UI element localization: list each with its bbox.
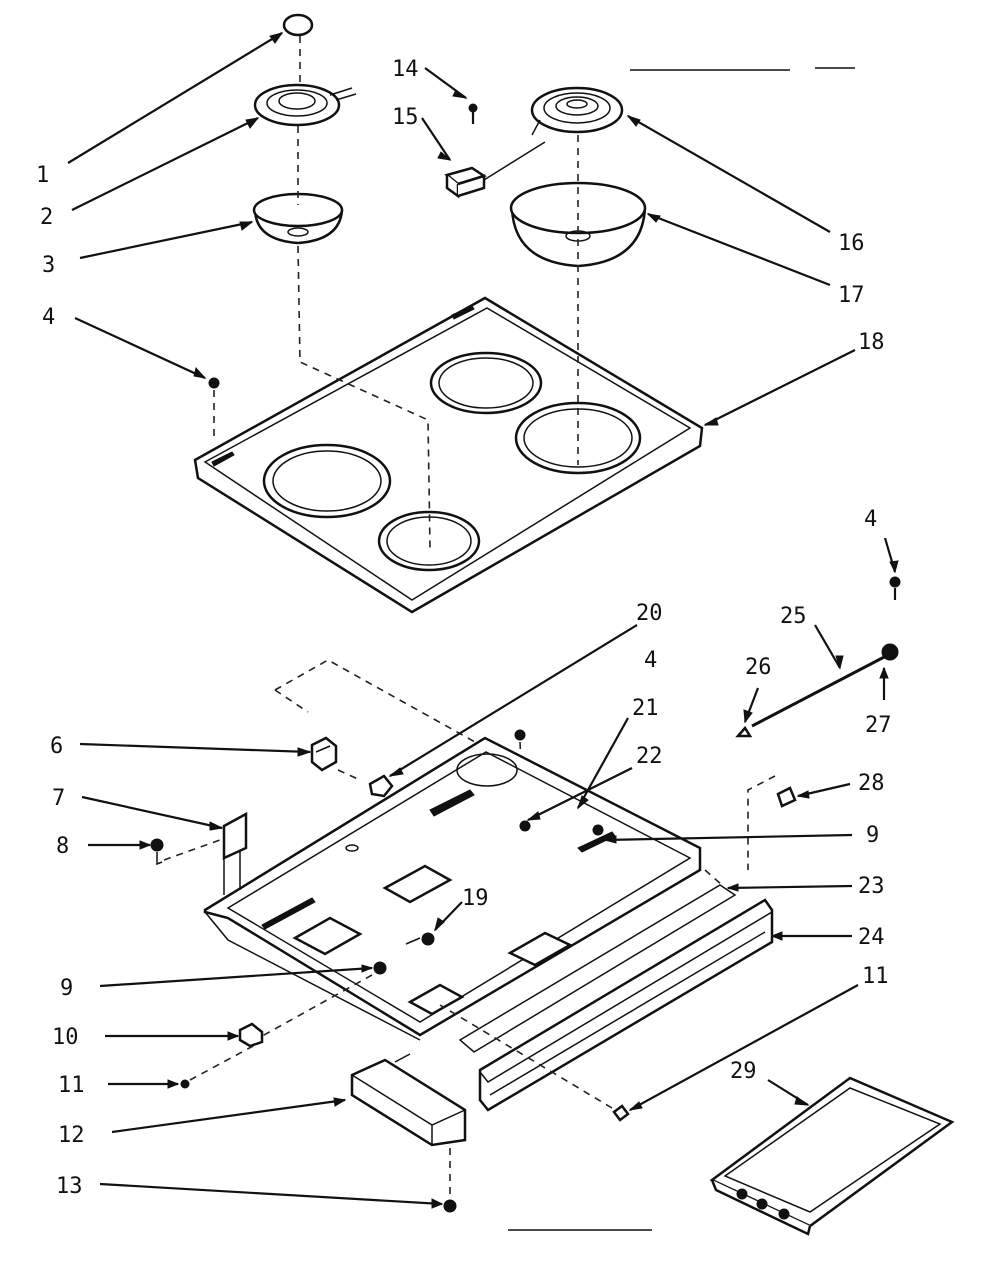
part-14-screw: [468, 103, 478, 124]
callout-22: 22: [636, 744, 663, 769]
callout-4: 4: [864, 507, 877, 532]
part-16-large-element: [530, 86, 624, 136]
callout-21: 21: [632, 696, 659, 721]
callout-4: 4: [42, 305, 55, 330]
callout-19: 19: [462, 886, 489, 911]
part-8-screw: [150, 838, 221, 866]
callout-20: 20: [636, 601, 663, 626]
callout-18: 18: [858, 330, 885, 355]
part-18-cooktop: [193, 296, 704, 614]
callout-26: 26: [745, 655, 772, 680]
part-3-small-drip-bowl: [252, 192, 344, 245]
callout-28: 28: [858, 771, 885, 796]
part-1-cap: [282, 13, 314, 37]
part-27-bracket: [881, 643, 899, 661]
part-10-spacer: [238, 1022, 264, 1048]
part-28-bracket: [747, 775, 797, 870]
part-19-clip: [405, 932, 435, 946]
callout-2: 2: [40, 205, 53, 230]
callout-8: 8: [56, 834, 69, 859]
callout-15: 15: [392, 105, 419, 130]
callout-25: 25: [780, 604, 807, 629]
callout-labels: 1 2 3 4 14 15 16 17 18 4 25 26 27 20 4 2…: [36, 57, 892, 1199]
part-6-switch: [310, 736, 338, 772]
part-11-screw-right: [439, 1004, 630, 1122]
part-13-screw: [443, 1148, 457, 1213]
callout-24: 24: [858, 925, 885, 950]
callout-23: 23: [858, 874, 885, 899]
callout-6: 6: [50, 734, 63, 759]
callout-17: 17: [838, 283, 865, 308]
part-4-screw-right: [889, 576, 901, 600]
part-21-chassis-pan: [203, 736, 702, 1041]
callout-11: 11: [862, 964, 889, 989]
part-23-front-strip: [458, 869, 737, 1053]
part-20-knob: [368, 774, 394, 798]
part-12-bracket: [350, 1053, 467, 1147]
callout-10: 10: [52, 1025, 79, 1050]
part-26-clip: [735, 725, 753, 738]
callout-12: 12: [58, 1123, 85, 1148]
callout-4: 4: [644, 648, 657, 673]
callout-29: 29: [730, 1059, 757, 1084]
callout-11: 11: [58, 1073, 85, 1098]
callout-3: 3: [42, 253, 55, 278]
leader-lines: [67, 32, 899, 1209]
part-2-small-element: [253, 83, 357, 127]
part-24-front-rail: [478, 898, 774, 1112]
part-9-nut-left: [254, 961, 387, 1041]
part-4-screw-top: [208, 377, 220, 440]
part-25-rod: [751, 653, 889, 728]
part-15-receptacle: [444, 141, 546, 199]
alignment-lines-top: [297, 36, 579, 549]
callout-9: 9: [866, 823, 879, 848]
scan-marks: [508, 67, 855, 1231]
callout-13: 13: [56, 1174, 83, 1199]
callout-27: 27: [865, 713, 892, 738]
part-7-bracket: [222, 811, 248, 895]
callout-14: 14: [392, 57, 419, 82]
callout-1: 1: [36, 163, 49, 188]
callout-7: 7: [52, 786, 65, 811]
callout-16: 16: [838, 231, 865, 256]
callout-9: 9: [60, 976, 73, 1001]
part-29-panel: [709, 1076, 955, 1236]
part-11-screw-left: [180, 1044, 256, 1089]
